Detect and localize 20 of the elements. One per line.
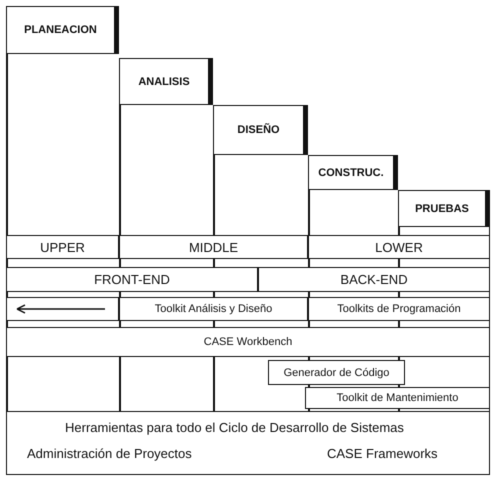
phase-heading: DISEÑO — [213, 105, 308, 155]
tier-band: BACK-END — [258, 267, 490, 292]
tool-band: Toolkits de Programación — [308, 297, 490, 321]
phase-heading: PLANEACION — [6, 6, 119, 54]
phase-heading: PRUEBAS — [398, 190, 490, 227]
tier-band: FRONT-END — [6, 267, 258, 292]
panel-label: CASE Frameworks — [327, 446, 438, 461]
phase-heading: ANALISIS — [119, 58, 213, 105]
tool-band: Toolkit de Mantenimiento — [305, 387, 490, 409]
tool-band: Generador de Código — [268, 360, 405, 385]
tool-band: CASE Workbench — [6, 327, 490, 357]
tier-band: MIDDLE — [119, 235, 308, 259]
tier-band: UPPER — [6, 235, 119, 259]
panel-label: Administración de Proyectos — [27, 446, 192, 461]
phase-heading: CONSTRUC. — [308, 155, 398, 190]
panel-label: Herramientas para todo el Ciclo de Desarrollo de Sistemas — [65, 420, 404, 435]
tier-band: LOWER — [308, 235, 490, 259]
footer-panel — [6, 411, 490, 475]
tool-band: Toolkit Análisis y Diseño — [119, 297, 308, 321]
arrow-band — [6, 297, 119, 321]
